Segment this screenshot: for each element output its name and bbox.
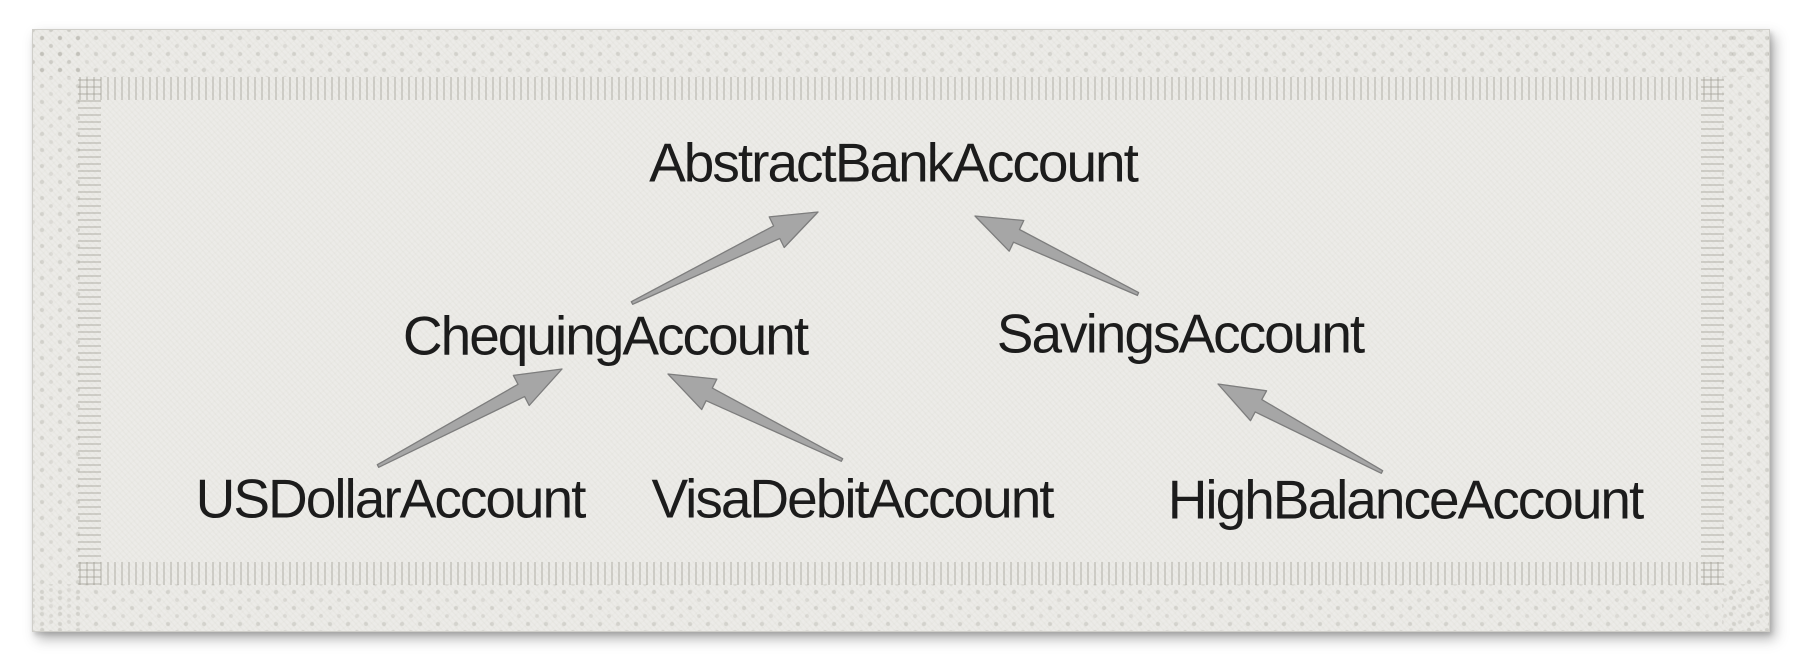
inheritance-arrow-ChequingAccount-to-AbstractBankAccount [630, 211, 819, 305]
napkin-edge-texture-right [1722, 30, 1769, 631]
class-node-SavingsAccount: SavingsAccount [996, 302, 1365, 365]
inheritance-arrow-VisaDebitAccount-to-ChequingAccount [667, 373, 844, 462]
napkin-background [32, 29, 1770, 632]
napkin-border-ticks-bottom [79, 562, 1723, 585]
napkin-edge-texture-top [33, 30, 1769, 77]
class-node-VisaDebitAccount: VisaDebitAccount [651, 467, 1054, 530]
inheritance-arrow-USDollarAccount-to-ChequingAccount [376, 368, 563, 468]
class-node-ChequingAccount: ChequingAccount [402, 304, 809, 367]
class-node-USDollarAccount: USDollarAccount [195, 467, 587, 530]
inheritance-arrow-HighBalanceAccount-to-SavingsAccount [1217, 383, 1384, 474]
inheritance-arrow-SavingsAccount-to-AbstractBankAccount [974, 215, 1140, 297]
napkin-edge-texture-left [33, 30, 80, 631]
napkin-border-ticks-right [1701, 76, 1724, 585]
napkin-edge-texture-bottom [33, 584, 1769, 631]
napkin-border-ticks-top [79, 77, 1723, 100]
class-node-HighBalanceAccount: HighBalanceAccount [1167, 468, 1645, 531]
class-node-AbstractBankAccount: AbstractBankAccount [649, 131, 1139, 194]
napkin-border-ticks-left [78, 76, 101, 585]
